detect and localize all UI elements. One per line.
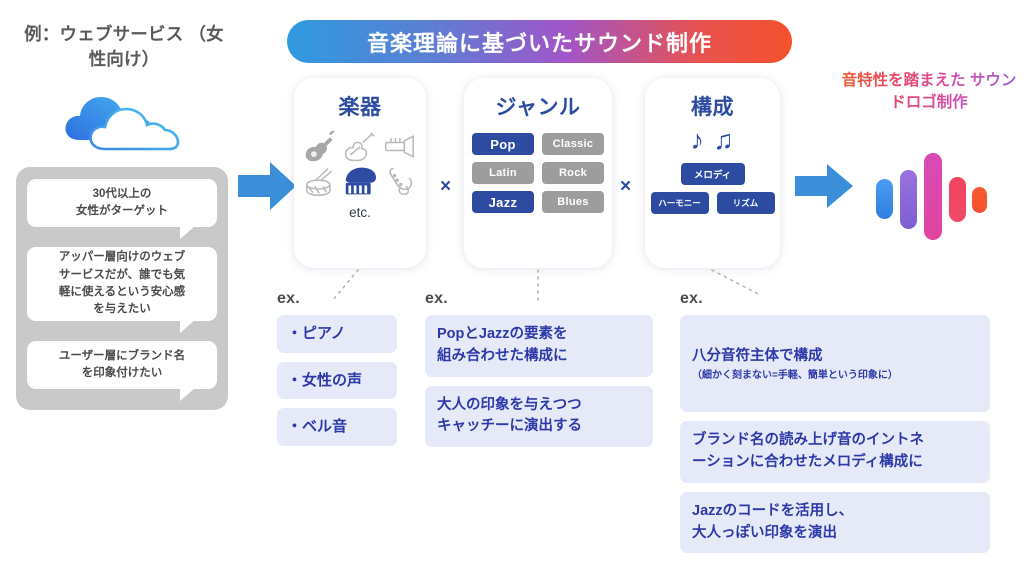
instrument-icon-grid bbox=[294, 121, 426, 197]
sound-wave-logo bbox=[876, 153, 987, 240]
banner-title: 音楽理論に基づいたサウンド制作 bbox=[287, 20, 792, 63]
slide-canvas: 例：ウェブサービス （女性向け） 30代以上の 女性がターゲット アッパー層向け… bbox=[16, 20, 1020, 554]
card-genre: ジャンル Pop Classic Latin Rock Jazz Blues bbox=[464, 78, 612, 268]
genre-chip-pop[interactable]: Pop bbox=[472, 133, 534, 155]
insight-panel: 30代以上の 女性がターゲット アッパー層向けのウェブ サービスだが、誰でも気 … bbox=[16, 167, 228, 410]
insight-bubble: 30代以上の 女性がターゲット bbox=[27, 179, 217, 239]
snare-drum-icon bbox=[306, 168, 333, 196]
cloud-icon bbox=[65, 97, 180, 151]
electric-guitar-icon bbox=[306, 131, 337, 162]
genre-chip-latin[interactable]: Latin bbox=[472, 162, 534, 184]
arrow-right-icon bbox=[795, 164, 853, 208]
genre-chip-rock[interactable]: Rock bbox=[542, 162, 604, 184]
example-item: PopとJazzの要素を 組み合わせた構成に bbox=[425, 315, 653, 377]
insight-bubble: ユーザー層にブランド名 を印象付けたい bbox=[27, 341, 217, 401]
example-item: ・女性の声 bbox=[277, 361, 397, 399]
example-item: Jazzのコードを活用し、 大人っぽい印象を演出 bbox=[680, 491, 990, 554]
insight-bubble: アッパー層向けのウェブ サービスだが、誰でも気 軽に使えるという安心感 を与えた… bbox=[27, 247, 217, 333]
example-column-genre: ex. PopとJazzの要素を 組み合わせた構成に 大人の印象を与えつつ キャ… bbox=[425, 290, 653, 456]
card-structure: 構成 ♪ ♫ メロディ ハーモニー リズム bbox=[645, 78, 780, 268]
example-column-structure: ex. 八分音符主体で構成 （細かく刻まない=手軽、簡単という印象に） ブランド… bbox=[680, 290, 990, 562]
example-item: ・ピアノ bbox=[277, 315, 397, 353]
example-label: ex. bbox=[680, 290, 703, 307]
example-column-instrument: ex. ・ピアノ ・女性の声 ・ベル音 bbox=[277, 290, 397, 455]
structure-button-melody[interactable]: メロディ bbox=[680, 163, 745, 185]
example-item-main: 八分音符主体で構成 bbox=[692, 347, 823, 364]
multiply-symbol: × bbox=[620, 176, 632, 197]
page-title: 例：ウェブサービス （女性向け） bbox=[24, 24, 224, 70]
music-note-icon: ♪ ♫ bbox=[690, 125, 735, 155]
genre-chip-grid: Pop Classic Latin Rock Jazz Blues bbox=[464, 121, 612, 213]
card-structure-title: 構成 bbox=[691, 96, 734, 119]
structure-button-rhythm[interactable]: リズム bbox=[716, 192, 775, 214]
example-item: 大人の印象を与えつつ キャッチーに演出する bbox=[425, 385, 653, 447]
genre-chip-classic[interactable]: Classic bbox=[542, 133, 604, 155]
example-label: ex. bbox=[425, 290, 448, 307]
multiply-symbol: × bbox=[440, 176, 452, 197]
structure-sub-buttons: ハーモニー リズム bbox=[645, 192, 780, 214]
grand-piano-icon bbox=[345, 167, 376, 195]
outcome-heading: 音特性を踏まえた サウンドロゴ制作 bbox=[838, 70, 1020, 114]
card-instrument-title: 楽器 bbox=[338, 96, 382, 119]
card-genre-title: ジャンル bbox=[495, 96, 581, 119]
instrument-etc-label: etc. bbox=[349, 205, 371, 220]
example-item: 八分音符主体で構成 （細かく刻まない=手軽、簡単という印象に） bbox=[680, 315, 990, 413]
example-item-sub: （細かく刻まない=手軽、簡単という印象に） bbox=[692, 369, 898, 381]
saxophone-icon bbox=[389, 167, 412, 196]
example-item: ブランド名の読み上げ音のイントネ ーションに合わせたメロディ構成に bbox=[680, 421, 990, 483]
trumpet-icon bbox=[384, 135, 414, 159]
card-instrument: 楽器 bbox=[294, 78, 426, 268]
genre-chip-blues[interactable]: Blues bbox=[542, 191, 604, 213]
genre-chip-jazz[interactable]: Jazz bbox=[472, 191, 534, 213]
example-label: ex. bbox=[277, 290, 300, 307]
example-item: ・ベル音 bbox=[277, 408, 397, 446]
structure-button-harmony[interactable]: ハーモニー bbox=[650, 192, 709, 214]
arrow-right-icon bbox=[238, 162, 296, 210]
violin-icon bbox=[344, 132, 375, 162]
